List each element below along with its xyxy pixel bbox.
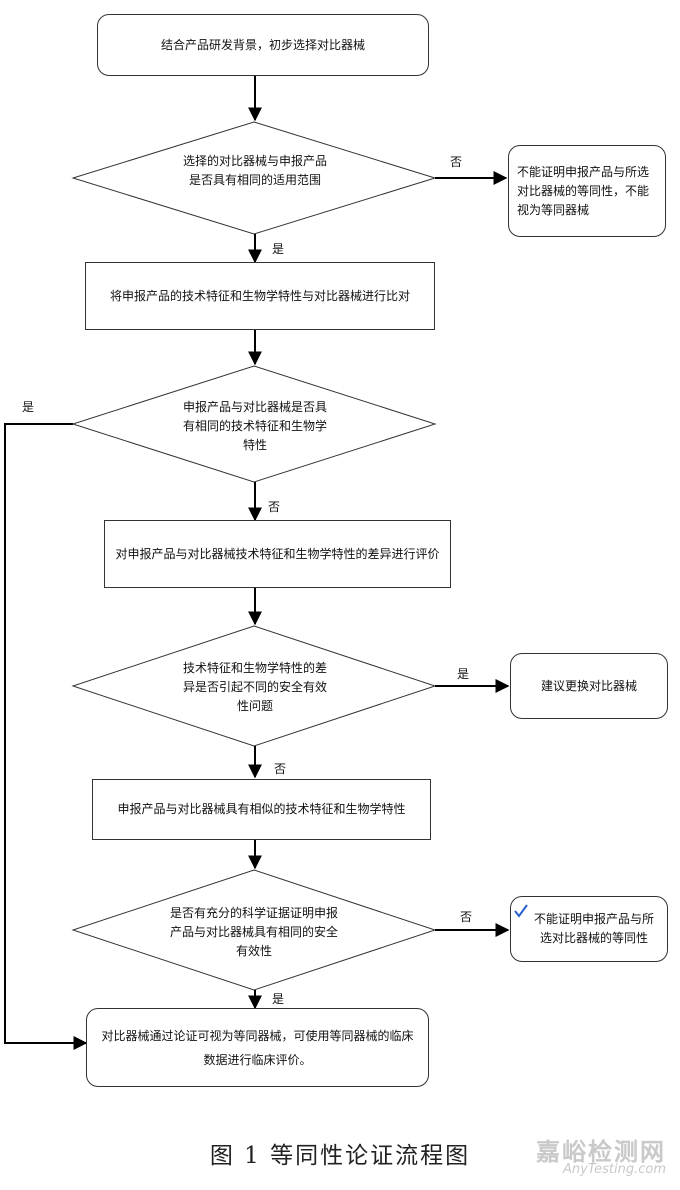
outcome-change-device: 建议更换对比器械 [510,653,668,719]
label-yes-3: 是 [457,667,470,681]
label-no-4: 否 [460,910,473,924]
arrow-d2-yes-to-final [4,423,88,1050]
label-yes-2: 是 [22,400,35,414]
watermark-cn: 嘉峪检测网 [536,1138,666,1166]
step-start: 结合产品研发背景，初步选择对比器械 [97,14,429,76]
outcome-not-proven: 不能证明申报产品与所选对比器械的等同性 [510,896,668,962]
label-no-2: 否 [268,500,281,514]
step-similar: 申报产品与对比器械具有相似的技术特征和生物学特性 [92,779,431,840]
label-no-3: 否 [274,762,287,776]
label-no-1: 否 [450,155,463,169]
blue-check-mark [514,904,528,918]
step-evaluate: 对申报产品与对比器械技术特征和生物学特性的差异进行评价 [104,520,451,588]
decision-text-4: 是否有充分的科学证据证明申报产品与对比器械具有相同的安全有效性 [170,906,339,958]
decision-text-2: 申报产品与对比器械是否具有相同的技术特征和生物学特性 [182,400,327,452]
watermark-en: AnyTesting.com [562,1162,666,1177]
step-final: 对比器械通过论证可视为等同器械，可使用等同器械的临床数据进行临床评价。 [86,1008,429,1087]
decision-text-1: 选择的对比器械与申报产品是否具有相同的适用范围 [182,154,327,187]
label-yes-4: 是 [272,992,285,1006]
decision-text-3: 技术特征和生物学特性的差异是否引起不同的安全有效性问题 [182,661,327,713]
figure-caption: 图 1 等同性论证流程图 [209,1143,471,1169]
label-yes-1: 是 [272,242,285,256]
step-compare: 将申报产品的技术特征和生物学特性与对比器械进行比对 [85,262,435,330]
outcome-not-equivalent: 不能证明申报产品与所选对比器械的等同性，不能视为等同器械 [508,145,666,237]
